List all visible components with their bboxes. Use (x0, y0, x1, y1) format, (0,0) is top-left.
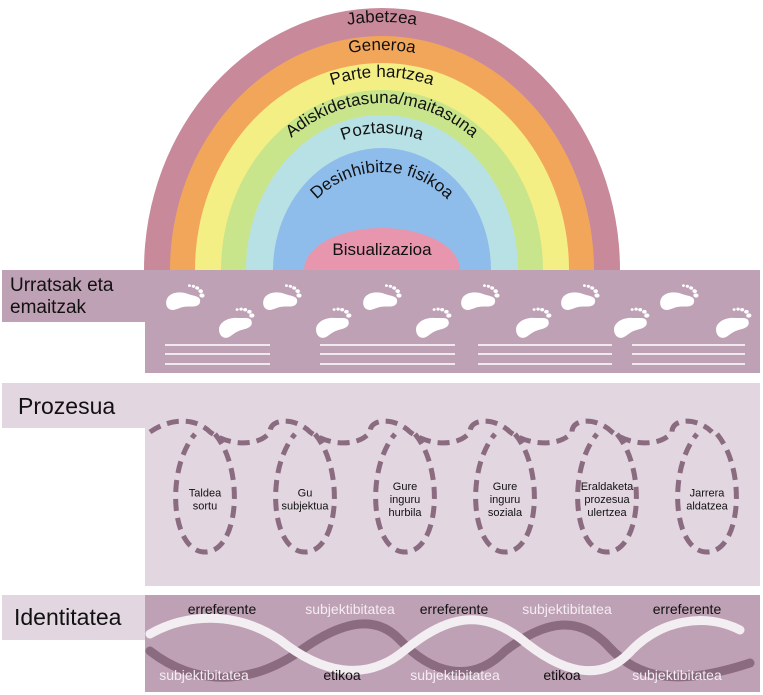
identity-bottom-label: etikoa (323, 667, 361, 683)
process-loop (575, 432, 639, 555)
rainbow-band-label: Jabetzea (345, 7, 419, 29)
identity-top-label: subjektibitatea (522, 601, 612, 617)
steps-title-line1: Urratsak eta (10, 275, 114, 296)
identity-bottom-label: subjektibitatea (632, 667, 722, 683)
process-loop (173, 432, 237, 555)
rainbow-band (304, 228, 460, 270)
process-loop (473, 432, 537, 555)
rainbow (144, 8, 620, 270)
step-lines (165, 344, 745, 365)
identity-bottom-label: subjektibitatea (159, 667, 249, 683)
steps-section: Urratsak eta emaitzak (2, 270, 760, 373)
identity-top-label: subjektibitatea (305, 601, 395, 617)
process-loop (273, 432, 337, 555)
loop-connector (148, 418, 714, 446)
identity-bottom-label: etikoa (543, 667, 581, 683)
process-band (145, 383, 760, 586)
identity-top-label: erreferente (188, 601, 257, 617)
rainbow-band (273, 148, 491, 270)
rainbow-band-label: Bisualizazioa (332, 240, 432, 259)
process-label-box (2, 383, 145, 428)
identity-bottom-labels: subjektibitatea etikoa subjektibitatea etik… (159, 667, 722, 683)
process-title: Prozesua (18, 393, 115, 419)
identity-bottom-label: subjektibitatea (410, 667, 500, 683)
identity-top-labels: erreferente subjektibitatea erreferente sub… (188, 601, 722, 617)
identity-top-label: erreferente (420, 601, 489, 617)
identity-title: Identitatea (14, 604, 122, 630)
identity-strand-light (145, 613, 745, 676)
rainbow-band-label: Generoa (347, 35, 418, 57)
steps-title-line2: emaitzak (10, 297, 87, 318)
process-loop (373, 432, 437, 555)
identity-label-box (2, 595, 145, 640)
steps-label-box (2, 270, 145, 322)
identity-top-label: erreferente (653, 601, 722, 617)
process-loop (675, 432, 739, 555)
